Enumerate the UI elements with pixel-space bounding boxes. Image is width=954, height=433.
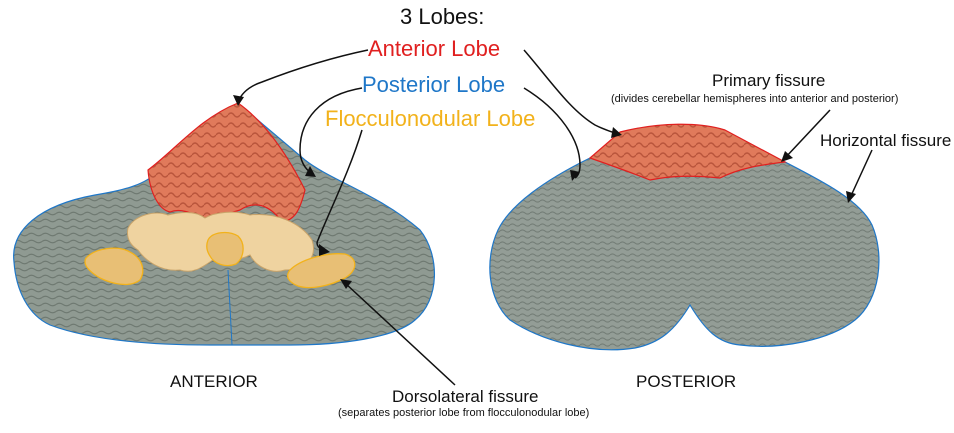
- left-flocculus: [84, 247, 144, 286]
- posterior-view-posterior-lobe: [489, 149, 880, 351]
- anterior-view-label: ANTERIOR: [170, 372, 258, 391]
- horizontal-fissure-label: Horizontal fissure: [820, 131, 952, 150]
- dorsolateral-fissure-description: (separates posterior lobe from flocculon…: [338, 407, 590, 419]
- anterior-lobe-arrow-right: [523, 49, 619, 135]
- arrowhead-icon: [611, 127, 622, 138]
- arrowhead-icon: [305, 166, 316, 177]
- posterior-view-label: POSTERIOR: [636, 372, 737, 391]
- anterior-lobe-label: Anterior Lobe: [368, 36, 501, 61]
- posterior-lobe-arrow-left: [299, 87, 363, 175]
- arrowhead-icon: [846, 191, 856, 203]
- posterior-lobe-arrow-right: [523, 87, 581, 179]
- arrowhead-icon: [781, 151, 793, 162]
- anterior-view-anterior-lobe: [147, 102, 306, 223]
- primary-fissure-arrow: [784, 109, 831, 159]
- posterior-lobe-label: Posterior Lobe: [362, 72, 506, 97]
- primary-fissure-label: Primary fissure: [712, 71, 826, 90]
- dorsolateral-fissure-label: Dorsolateral fissure: [392, 387, 539, 406]
- anterior-lobe-arrow-left: [237, 49, 369, 103]
- horizontal-fissure-arrow: [849, 149, 873, 199]
- posterior-view-cerebellum: [489, 123, 880, 351]
- annotation-arrows: [233, 49, 873, 386]
- right-flocculus: [287, 253, 356, 289]
- arrowhead-icon: [570, 170, 580, 181]
- diagram-title: 3 Lobes:: [400, 4, 485, 29]
- anterior-view-cerebellum: [13, 102, 436, 346]
- arrowhead-icon: [340, 279, 352, 289]
- nodulus: [206, 231, 244, 267]
- flocculonodular-lobe-label: Flocculonodular Lobe: [325, 106, 536, 131]
- arrowhead-icon: [319, 244, 330, 256]
- posterior-view-anterior-lobe: [588, 123, 787, 181]
- arrowhead-icon: [233, 95, 244, 106]
- dorsolateral-fissure-arrow: [344, 282, 456, 386]
- primary-fissure-description: (divides cerebellar hemispheres into ant…: [611, 93, 899, 105]
